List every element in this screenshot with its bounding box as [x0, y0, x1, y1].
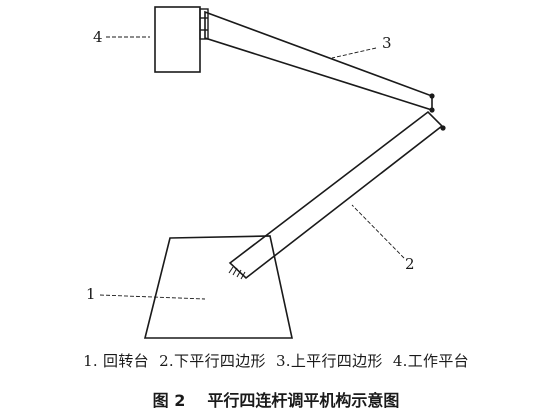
label-part-2: 2 — [405, 255, 415, 273]
base-pivot-hatch — [228, 266, 246, 280]
legend-item-2: 2.下平行四边形 — [159, 352, 266, 370]
legend-item-1: 1. 回转台 — [83, 352, 149, 370]
rotary-base — [143, 235, 293, 339]
label-part-4: 4 — [93, 28, 103, 46]
lower-parallelogram-link — [228, 110, 444, 280]
legend-item-3: 3.上平行四边形 — [275, 352, 383, 370]
leader-lines — [99, 36, 405, 300]
legend-item-4: 4.工作平台 — [392, 352, 469, 370]
platform-bracket — [199, 8, 209, 40]
work-platform — [154, 6, 201, 73]
label-part-3: 3 — [382, 34, 392, 52]
elbow-joints — [429, 93, 446, 131]
label-part-1: 1 — [86, 285, 96, 303]
figure-caption: 图 2 平行四连杆调平机构示意图 — [0, 387, 552, 411]
parts-legend: 1. 回转台 2.下平行四边形 3.上平行四边形 4.工作平台 — [0, 350, 552, 371]
upper-parallelogram-link — [204, 10, 433, 112]
figure-number: 图 2 — [152, 391, 186, 410]
figure-title: 平行四连杆调平机构示意图 — [207, 391, 400, 410]
